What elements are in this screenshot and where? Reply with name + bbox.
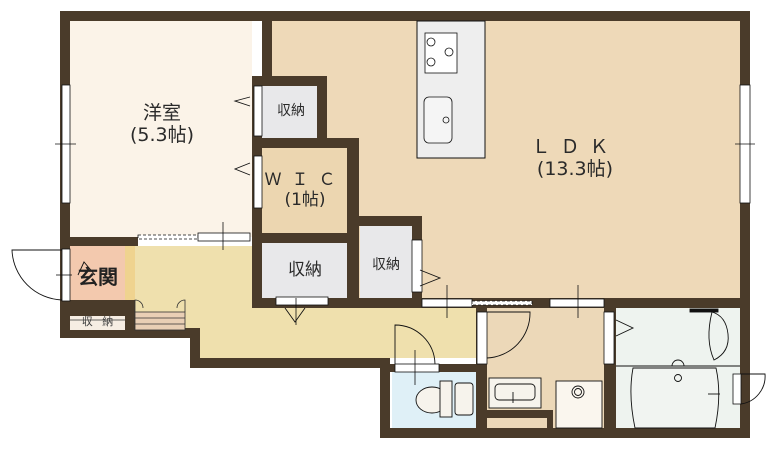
wic-floor	[262, 148, 347, 233]
kitchen-sink-icon	[423, 96, 453, 144]
wash-basin-icon	[488, 377, 542, 409]
shoe-storage-floor	[70, 316, 125, 330]
kitchen-counter	[416, 20, 486, 159]
toilet-icon	[415, 380, 474, 418]
storage-middle-label: 収納	[288, 260, 322, 280]
ldk-size: (13.3帖)	[536, 157, 614, 180]
ldk-name: ＬＤＫ	[531, 136, 619, 158]
wic-size: (1帖)	[284, 189, 326, 210]
shoe-box-icon	[70, 299, 186, 331]
entrance-label: 玄関	[78, 265, 118, 289]
western-room-label: 洋室 (5.3帖)	[112, 102, 212, 147]
marker-lines	[55, 143, 755, 385]
storage-right-floor	[360, 226, 412, 298]
western-room-floor	[70, 21, 252, 237]
closet-gap	[252, 21, 262, 76]
gas-stove-icon	[424, 32, 458, 74]
storage-right-label: 収納	[372, 257, 400, 273]
storage-upper-label: 収納	[277, 103, 305, 119]
shoe-storage-label: 収 納	[81, 315, 117, 328]
wic-label: ＷＩＣ (1帖)	[262, 170, 348, 210]
door-swings	[11, 96, 766, 405]
western-room-size: (5.3帖)	[129, 123, 195, 146]
ldk-label: ＬＤＫ (13.3帖)	[520, 136, 630, 181]
storage-middle-floor	[262, 243, 347, 298]
western-room-name: 洋室	[142, 102, 181, 124]
entrance-step	[125, 246, 135, 300]
storage-upper-floor	[262, 86, 317, 138]
bathtub-icon	[616, 308, 740, 429]
washing-machine-pan-icon	[555, 380, 603, 429]
wic-name: ＷＩＣ	[264, 170, 346, 190]
